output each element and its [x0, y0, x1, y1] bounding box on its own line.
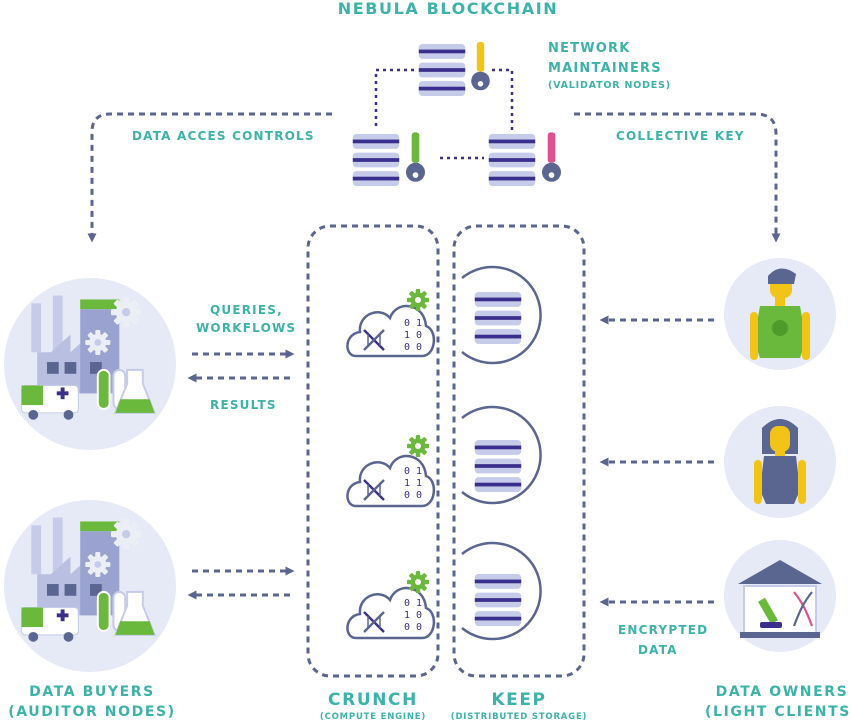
- buyers-label-line1: DATA BUYERS: [29, 684, 155, 700]
- buyers-label-line2: (AUDITOR NODES): [8, 704, 175, 720]
- crunch-container: [306, 224, 440, 678]
- binary-text: 0 1: [404, 318, 422, 329]
- validator-connections: [374, 68, 514, 160]
- storage-node-2: [461, 405, 542, 505]
- access-control-label: DATA ACCES CONTROLS: [132, 129, 315, 143]
- keep-container: [452, 224, 586, 678]
- storage-node-3: [461, 541, 542, 641]
- data-owner-person-2: [724, 406, 836, 518]
- maintainers-sublabel: (VALIDATOR NODES): [548, 80, 671, 91]
- validator-node-left: [352, 132, 425, 186]
- binary-text: 0 0: [404, 622, 422, 633]
- crunch-title: CRUNCH: [328, 690, 418, 710]
- encrypted-label-line2: DATA: [638, 643, 678, 657]
- access-control-arrow: [87, 112, 332, 243]
- binary-text: 1 0: [404, 610, 422, 621]
- encrypted-label-line1: ENCRYPTED: [618, 623, 708, 637]
- queries-label-line1: QUERIES,: [210, 303, 283, 317]
- validator-node-right: [488, 132, 561, 186]
- maintainers-label-line2: MAINTAINERS: [548, 61, 662, 76]
- keep-title: KEEP: [491, 690, 546, 710]
- compute-cloud-3: 0 1 1 0 0 0: [346, 571, 436, 640]
- data-buyer-node-2: [4, 500, 176, 672]
- binary-text: 0 1: [404, 598, 422, 609]
- collective-key-label: COLLECTIVE KEY: [616, 129, 745, 143]
- diagram-title: NEBULA BLOCKCHAIN: [338, 0, 559, 18]
- binary-text: 1 1: [404, 478, 422, 489]
- owners-label-line2: (LIGHT CLIENTS): [705, 704, 850, 720]
- maintainers-label-line1: NETWORK: [548, 41, 631, 56]
- binary-text: 0 0: [404, 490, 422, 501]
- compute-cloud-2: 0 1 1 1 0 0: [346, 435, 436, 508]
- data-owner-person-1: [724, 258, 836, 370]
- data-buyer-node-1: [4, 278, 176, 450]
- owners-label-line1: DATA OWNERS: [716, 684, 849, 700]
- binary-text: 1 0: [404, 330, 422, 341]
- keep-subtitle: (DISTRIBUTED STORAGE): [451, 712, 587, 721]
- binary-text: 0 1: [404, 466, 422, 477]
- results-label: RESULTS: [210, 398, 277, 412]
- compute-cloud-1: 0 1 1 0 0 0: [346, 289, 436, 358]
- data-owner-institution: [724, 540, 836, 652]
- collective-key-arrow: [574, 112, 781, 243]
- storage-node-1: [461, 265, 542, 365]
- queries-label-line2: WORKFLOWS: [196, 321, 296, 335]
- binary-text: 0 0: [404, 342, 422, 353]
- validator-node-top: [418, 42, 490, 96]
- crunch-subtitle: (COMPUTE ENGINE): [320, 712, 426, 721]
